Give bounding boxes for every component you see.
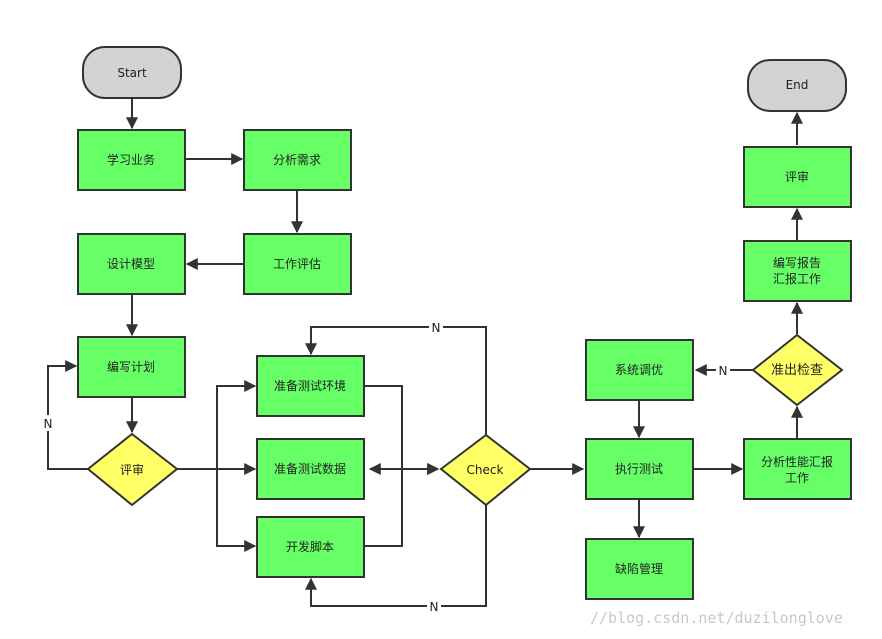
edge-label-check-script-no: N [430,600,439,614]
node-perf-label-line2: 工作 [785,471,809,485]
node-perf-label-line1: 分析性能汇报 [761,454,833,469]
node-perf[interactable]: 分析性能汇报 工作 [743,438,852,500]
node-design-label: 设计模型 [107,257,155,271]
node-start[interactable]: Start [82,46,182,99]
node-defect-label: 缺陷管理 [615,561,663,576]
edges [47,98,803,607]
node-execute[interactable]: 执行测试 [585,438,694,500]
label-bg [429,320,443,335]
node-plan[interactable]: 编写计划 [77,336,186,398]
node-data[interactable]: 准备测试数据 [256,438,365,500]
node-end-label: End [786,78,809,92]
node-report[interactable]: 编写报告 汇报工作 [743,240,852,302]
node-report-label-line1: 编写报告 [773,255,821,270]
node-report-label-line2: 汇报工作 [773,271,821,286]
label-bg [427,599,441,614]
node-analyze-label: 分析需求 [273,153,321,167]
node-review2-label: 评审 [785,169,809,184]
node-execute-label: 执行测试 [615,461,663,476]
node-data-label: 准备测试数据 [274,461,346,476]
node-tune-label: 系统调优 [615,363,663,377]
node-tune[interactable]: 系统调优 [585,339,694,401]
edge-check-script-no [305,505,487,607]
edge-labels: N N N N [41,320,730,614]
watermark-text: //blog.csdn.net/duzilonglove [590,609,843,627]
edge-script-check [364,469,403,547]
node-plan-label: 编写计划 [107,359,155,374]
nodes: Start 学习业务 分析需求 工作评估 设计模型 编写计划 评 [77,46,852,600]
node-end[interactable]: End [747,59,847,112]
node-env[interactable]: 准备测试环境 [256,355,365,417]
edge-label-check-env-no: N [432,321,441,335]
node-env-label: 准备测试环境 [274,378,346,393]
node-exit-check-label: 准出检查 [771,363,823,378]
node-estimate[interactable]: 工作评估 [243,233,352,295]
label-bg [41,415,55,431]
node-start-label: Start [117,66,147,80]
node-review1[interactable]: 评审 [86,432,179,507]
edge-env-check [364,385,440,475]
node-defect[interactable]: 缺陷管理 [585,538,694,600]
node-check[interactable]: Check [439,433,532,507]
node-learn[interactable]: 学习业务 [77,129,186,191]
edge-review1-env [177,380,257,470]
label-bg [716,363,730,378]
edge-label-review1-no: N [44,417,53,431]
node-estimate-label: 工作评估 [273,257,321,271]
edge-check-env-no [305,326,487,435]
node-review1-label: 评审 [120,462,144,477]
node-review2[interactable]: 评审 [743,146,852,208]
node-learn-label: 学习业务 [107,152,155,167]
edge-review1-script [216,469,257,552]
node-script[interactable]: 开发脚本 [256,516,365,578]
edge-label-exit-no: N [719,364,728,378]
node-analyze[interactable]: 分析需求 [243,129,352,191]
node-design[interactable]: 设计模型 [77,233,186,295]
node-exit-check[interactable]: 准出检查 [751,333,844,407]
node-check-label: Check [467,463,504,477]
node-script-label: 开发脚本 [286,539,334,554]
